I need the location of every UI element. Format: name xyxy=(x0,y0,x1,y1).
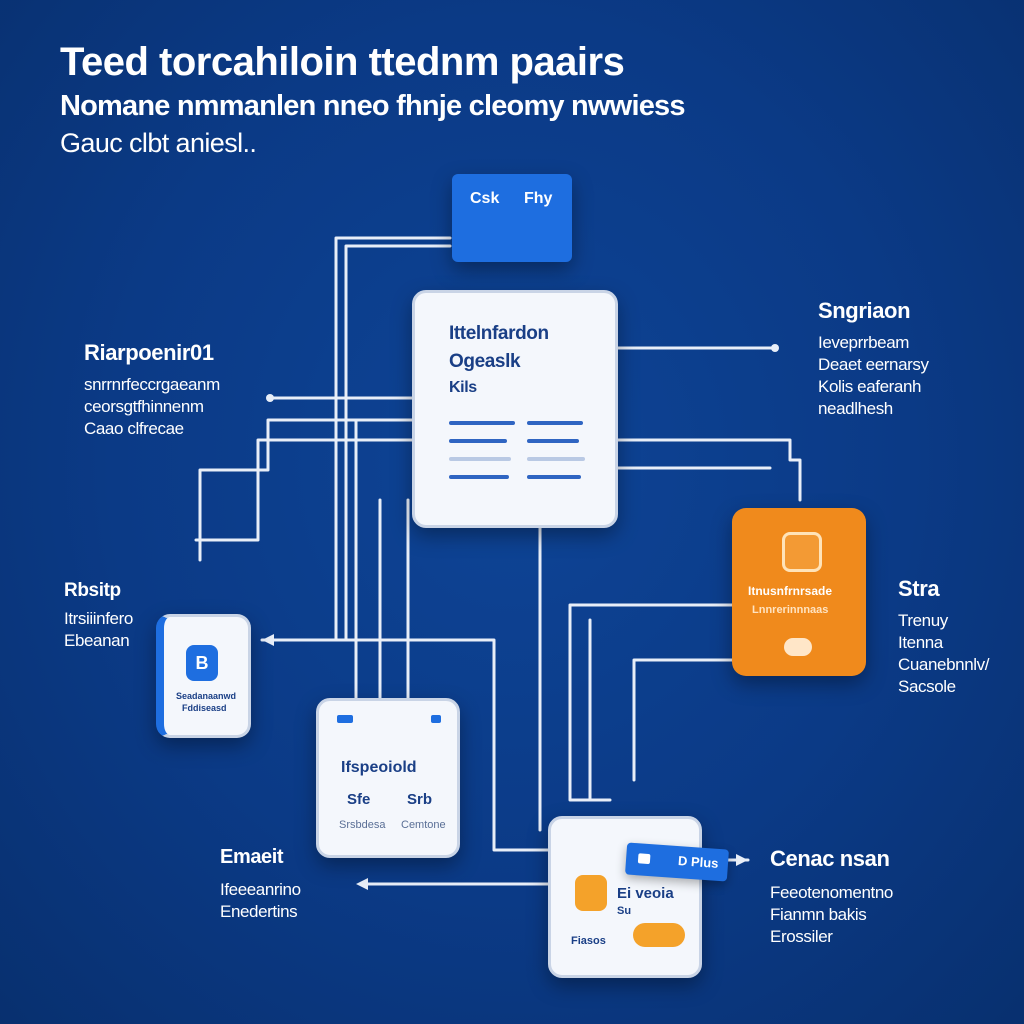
left-label-title: Riarpoenir01 xyxy=(84,340,214,365)
bottom-right-tag-label: D Plus xyxy=(677,853,719,871)
content-line xyxy=(527,457,585,461)
right-mid-label: Stra Trenuy Itenna Cuanebnnlv/ Sacsole xyxy=(898,576,989,698)
content-line xyxy=(449,421,515,425)
left-mid-label-line: Itrsiiinfero xyxy=(64,609,133,628)
bottom-node-sub-a: Srsbdesa xyxy=(339,819,386,831)
bottom-right-node-name: Ei veoia xyxy=(617,885,674,902)
bottom-node-col-b: Srb xyxy=(407,791,433,808)
page-subtitle: Nomane nmmanlen nneo fhnje cleomy nwwies… xyxy=(60,90,685,122)
connector-dot xyxy=(771,344,779,352)
bottom-left-label-line: Enedertins xyxy=(220,902,298,921)
connector-left-card xyxy=(260,638,550,852)
connector-orange-left xyxy=(568,603,734,802)
right-mid-label-line: Sacsole xyxy=(898,677,956,696)
bottom-right-node-foot: Fiasos xyxy=(571,935,606,947)
top-node-label-b: Fhy xyxy=(524,190,553,207)
content-line xyxy=(527,475,581,479)
corner-icon xyxy=(431,715,441,723)
bottom-right-label-title: Cenac nsan xyxy=(770,846,890,871)
bottom-right-label-line: Erossiler xyxy=(770,927,833,946)
left-label-line: Caao clfrecae xyxy=(84,419,184,438)
orange-node-text1: Itnusnfrnrsade xyxy=(748,584,833,598)
connector-top-left xyxy=(334,236,452,642)
page-title: Teed torcahiloin ttednm paairs xyxy=(60,40,625,84)
left-mid-label-line: Ebeanan xyxy=(64,631,130,650)
orange-node-text2: Lnnrerinnnaas xyxy=(752,604,829,616)
bottom-node-sub-b: Cemtone xyxy=(401,819,446,831)
orange-node[interactable]: Itnusnfrnrsade Lnnrerinnnaas xyxy=(732,508,866,676)
chip-icon xyxy=(575,875,607,911)
right-label-title: Sngriaon xyxy=(818,298,911,323)
bottom-right-label-line: Feeotenomentno xyxy=(770,883,893,902)
right-mid-label-line: Trenuy xyxy=(898,611,948,630)
main-node-line1: Ittelnfardon xyxy=(449,323,549,344)
badge-icon-glyph: B xyxy=(195,652,209,673)
connector-left-step-b xyxy=(194,438,414,542)
left-label-line: snrrnrfeccrgaeanm xyxy=(84,375,220,394)
bottom-right-label: Cenac nsan Feeotenomentno Fianmn bakis E… xyxy=(770,846,893,948)
connector-dot xyxy=(266,394,274,402)
bottom-right-label-line: Fianmn bakis xyxy=(770,905,867,924)
main-node-line2: Ogeaslk xyxy=(449,351,521,372)
content-line xyxy=(449,457,511,461)
right-mid-label-line: Itenna xyxy=(898,633,943,652)
right-label: Sngriaon Ieveprrbeam Deaet eernarsy Koli… xyxy=(818,298,929,420)
bottom-left-label-line: Ifeeeanrino xyxy=(220,880,301,899)
orange-button-icon xyxy=(633,923,685,947)
bottom-node-title: Ifspeoiold xyxy=(341,759,417,776)
left-label: Riarpoenir01 snrrnrfeccrgaeanm ceorsgtfh… xyxy=(84,340,220,440)
right-label-line: neadlhesh xyxy=(818,399,893,418)
bottom-left-label: Emaeit Ifeeeanrino Enedertins xyxy=(220,846,301,923)
arrow-head-icon xyxy=(736,854,748,866)
bottom-right-node-sub: Su xyxy=(617,905,632,917)
right-label-line: Deaet eernarsy xyxy=(818,355,929,374)
corner-icon xyxy=(337,715,353,723)
right-label-line: Kolis eaferanh xyxy=(818,377,922,396)
connector-top-left-b xyxy=(344,244,452,642)
right-label-line: Ieveprrbeam xyxy=(818,333,910,352)
top-node-label-a: Csk xyxy=(470,190,500,207)
main-node-line3: Kils xyxy=(449,379,477,396)
bottom-node-col-a: Sfe xyxy=(347,791,371,808)
left-node-text2: Fddiseasd xyxy=(182,703,227,713)
content-line xyxy=(449,475,509,479)
left-node[interactable]: B Seadanaanwd Fddiseasd xyxy=(156,614,251,738)
page-subtitle-2: Gauc clbt aniesl.. xyxy=(60,128,257,158)
chip-icon xyxy=(782,532,822,572)
connector-left-step xyxy=(198,418,414,562)
connector-orange-left-b xyxy=(632,658,734,782)
content-line xyxy=(449,439,507,443)
left-mid-label: Rbsitp Itrsiiinfero Ebeanan xyxy=(64,580,133,652)
left-label-line: ceorsgtfhinnenm xyxy=(84,397,204,416)
badge-icon: B xyxy=(186,645,218,681)
left-mid-label-title: Rbsitp xyxy=(64,580,121,601)
top-node[interactable]: Csk Fhy xyxy=(452,174,572,262)
main-node[interactable]: Ittelnfardon Ogeaslk Kils xyxy=(412,290,618,528)
content-line xyxy=(527,421,583,425)
cloud-icon xyxy=(784,638,812,656)
arrow-head-icon xyxy=(262,634,274,646)
right-mid-label-title: Stra xyxy=(898,576,940,601)
bottom-node[interactable]: Ifspeoiold Sfe Srb Srsbdesa Cemtone xyxy=(316,698,460,858)
left-node-text1: Seadanaanwd xyxy=(176,691,237,701)
right-mid-label-line: Cuanebnnlv/ xyxy=(898,655,990,674)
arrow-head-icon xyxy=(356,878,368,890)
connector-main-right-b xyxy=(610,438,802,502)
content-line xyxy=(527,439,579,443)
tag-icon xyxy=(637,853,651,865)
bottom-right-node[interactable]: Ei veoia Su Fiasos xyxy=(548,816,702,978)
bottom-left-label-title: Emaeit xyxy=(220,846,284,868)
